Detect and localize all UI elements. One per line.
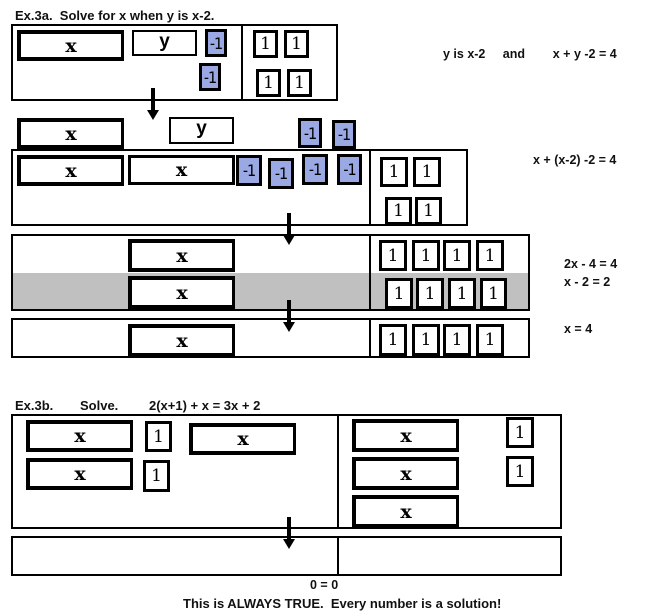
example-b-label: Ex.3b. — [15, 398, 54, 413]
one-tile: 1 — [284, 30, 309, 58]
down-arrow-icon — [283, 517, 295, 549]
one-tile: 1 — [476, 240, 504, 271]
negative-one-tile: -1 — [199, 63, 221, 91]
x-tile: x — [352, 419, 459, 452]
x-tile: x — [26, 458, 133, 490]
one-tile: 1 — [415, 197, 442, 225]
step4-mat — [11, 318, 530, 358]
one-tile: 1 — [476, 324, 504, 356]
step3-mat — [11, 234, 530, 311]
negative-one-tile: -1 — [332, 120, 356, 149]
equation-note-step1: y is x-2 and x + y -2 = 4 — [443, 47, 617, 61]
one-tile: 1 — [412, 324, 440, 356]
x-tile: x — [128, 239, 235, 272]
down-arrow-icon — [283, 300, 295, 332]
one-tile: 1 — [506, 417, 534, 448]
x-tile: x — [17, 30, 124, 61]
one-tile: 1 — [379, 324, 407, 356]
one-tile: 1 — [256, 69, 281, 97]
step3-divider — [369, 235, 371, 310]
equation-step3a: 2x - 4 = 4 — [564, 257, 618, 271]
example-b-step1-mat — [11, 414, 562, 529]
conclusion-text: This is ALWAYS TRUE. Every number is a s… — [183, 596, 502, 611]
one-tile: 1 — [413, 157, 441, 187]
one-tile: 1 — [412, 240, 440, 271]
one-tile: 1 — [380, 157, 408, 187]
one-tile: 1 — [480, 278, 507, 309]
negative-one-tile: -1 — [298, 118, 322, 148]
negative-one-tile: -1 — [337, 154, 362, 185]
equation-step3b: x - 2 = 2 — [564, 275, 611, 289]
negative-one-tile: -1 — [302, 154, 328, 185]
down-arrow-icon — [283, 213, 295, 245]
example-b-equation: 2(x+1) + x = 3x + 2 — [149, 398, 261, 413]
y-tile: y — [132, 30, 197, 56]
example-b-result-mat — [11, 536, 562, 576]
result-equation: 0 = 0 — [310, 578, 339, 592]
negative-one-tile: -1 — [236, 155, 262, 186]
example-b-verb: Solve. — [80, 398, 119, 413]
example-b-result-divider — [337, 537, 339, 575]
x-tile: x — [17, 155, 124, 186]
step2-divider — [369, 150, 371, 225]
equation-step2: x + (x-2) -2 = 4 — [533, 153, 617, 167]
step1-mat — [11, 24, 338, 101]
negative-one-tile: -1 — [268, 158, 294, 189]
x-tile: x — [352, 457, 459, 490]
x-tile: x — [128, 324, 235, 357]
y-tile: y — [169, 117, 234, 144]
one-tile: 1 — [443, 240, 471, 271]
one-tile: 1 — [287, 69, 312, 97]
example-b-step1-divider — [337, 415, 339, 528]
one-tile: 1 — [385, 197, 412, 225]
one-tile: 1 — [448, 278, 476, 309]
one-tile: 1 — [379, 240, 407, 271]
down-arrow-icon — [147, 88, 159, 120]
one-tile: 1 — [385, 278, 413, 309]
one-tile: 1 — [416, 278, 444, 309]
x-tile: x — [128, 276, 235, 309]
example-a-heading: Ex.3a. Solve for x when y is x-2. — [15, 8, 215, 23]
x-tile: x — [189, 423, 296, 455]
x-tile: x — [128, 155, 235, 185]
one-tile: 1 — [506, 456, 534, 487]
one-tile: 1 — [143, 460, 170, 492]
step4-divider — [369, 319, 371, 357]
negative-one-tile: -1 — [205, 29, 227, 57]
one-tile: 1 — [443, 324, 471, 356]
one-tile: 1 — [145, 421, 172, 452]
step2-mat — [11, 149, 468, 226]
step1-divider — [241, 25, 243, 100]
equation-step4: x = 4 — [564, 322, 593, 336]
x-tile: x — [26, 420, 133, 452]
one-tile: 1 — [253, 30, 278, 58]
x-tile: x — [352, 495, 459, 528]
x-tile: x — [17, 118, 124, 149]
